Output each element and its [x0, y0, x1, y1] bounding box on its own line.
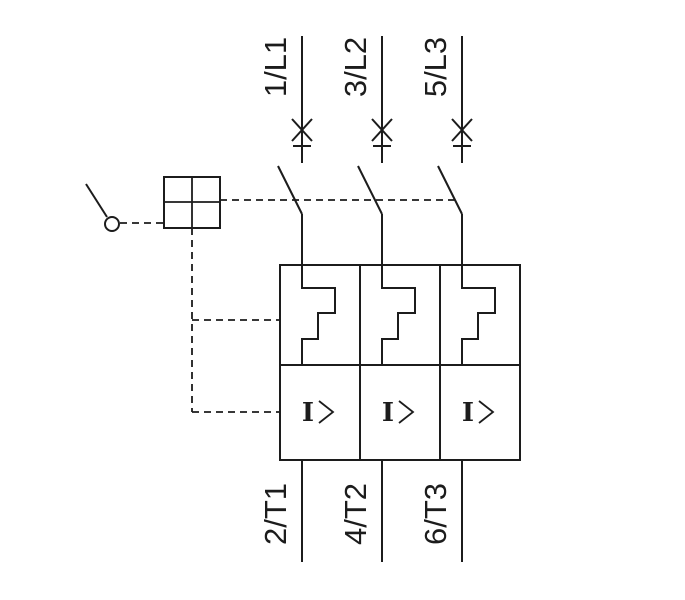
pole-2: 3/L2 I 4/T2 [338, 36, 416, 562]
pole-1-terminal-x-cross-icon [291, 118, 313, 147]
pole-1-contact-blade [277, 165, 303, 215]
pole-2-x-stroke-b [371, 118, 393, 142]
pole-3-trip-letter: I [462, 398, 474, 428]
pole-3-overcurrent-trip: I [462, 398, 495, 428]
handle-knob-circle [104, 216, 120, 232]
pole-3-top-terminal-label: 5/L3 [418, 37, 453, 97]
mechanism-box [163, 176, 221, 229]
pole-1: 1/L1 I 2/T1 [258, 36, 336, 562]
mechanical-linkages [120, 199, 458, 413]
pole-2-greater-than-icon [398, 400, 415, 424]
pole-1-bottom-terminal-label: 2/T1 [258, 483, 293, 545]
pole-3-greater-than-icon [478, 400, 495, 424]
pole-2-overcurrent-trip: I [382, 398, 415, 428]
pole-1-trip-letter: I [302, 398, 314, 428]
pole-1-greater-than-icon [318, 400, 335, 424]
pole-2-contact-blade [357, 165, 383, 215]
pole-1-thermal-overload-element [301, 265, 336, 365]
pole-3: 5/L3 I 6/T3 [418, 36, 496, 562]
pole-3-bottom-terminal-label: 6/T3 [418, 483, 453, 545]
pole-3-contact-blade [437, 165, 463, 215]
pole-2-thermal-overload-element [381, 265, 416, 365]
pole-2-terminal-x-cross-icon [371, 118, 393, 147]
breaker-body [279, 264, 521, 461]
pole-2-trip-letter: I [382, 398, 394, 428]
pole-1-x-stroke-b [291, 118, 313, 142]
pole-2-bottom-terminal-label: 4/T2 [338, 483, 373, 545]
pole-1-top-terminal-label: 1/L1 [258, 37, 293, 97]
pole-3-x-stroke-b [451, 118, 473, 142]
breaker-body-outline [279, 264, 521, 461]
pole-3-thermal-overload-element [461, 265, 496, 365]
pole-3-terminal-x-cross-icon [451, 118, 473, 147]
handle-lever-line [85, 183, 108, 218]
pole-2-top-terminal-label: 3/L2 [338, 37, 373, 97]
operating-handle [85, 183, 120, 232]
pole-1-overcurrent-trip: I [302, 398, 335, 428]
